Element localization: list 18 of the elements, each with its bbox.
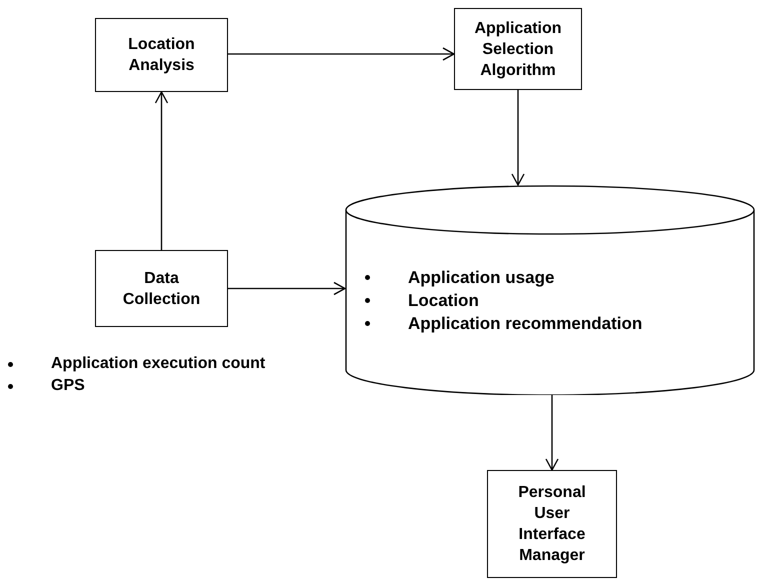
list-item: GPS (51, 376, 85, 396)
arrow (154, 91, 168, 250)
list-item: Application usage (408, 267, 554, 288)
box-label: Personal User Interface Manager (517, 483, 587, 566)
box-label: Data Collection (122, 268, 202, 310)
list-item: Application execution count (51, 354, 266, 374)
list-item: Location (408, 290, 479, 311)
arrow (228, 282, 346, 296)
arrow (511, 90, 525, 186)
process-box (95, 250, 228, 327)
process-box (454, 8, 582, 90)
arrow (545, 395, 559, 471)
list-item: Application recommendation (408, 313, 642, 334)
box-label: Application Selection Algorithm (473, 18, 563, 80)
process-box (95, 18, 228, 92)
box-label: Location Analysis (127, 35, 196, 76)
process-box (487, 470, 617, 578)
arrow (228, 47, 455, 61)
